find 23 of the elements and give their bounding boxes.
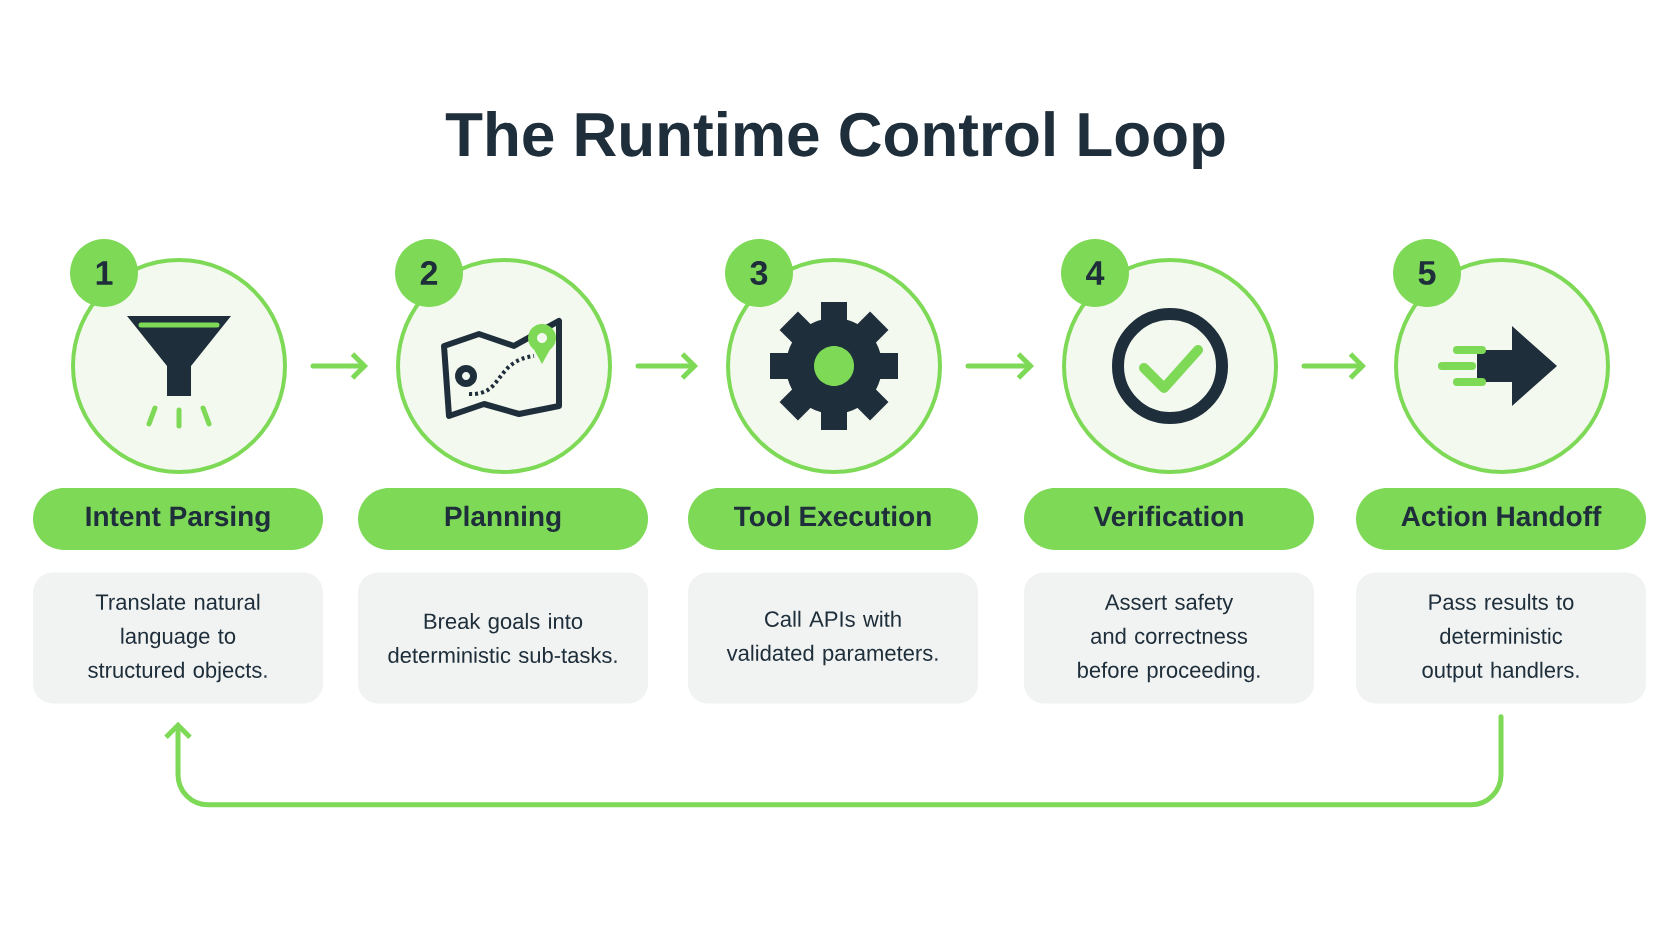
step-number: 1 xyxy=(70,239,138,307)
step-label: Verification xyxy=(1024,488,1314,550)
step-number: 3 xyxy=(725,239,793,307)
description-box: Call APIs with validated parameters. xyxy=(688,572,978,704)
title: The Runtime Control Loop xyxy=(445,111,1225,169)
icon-circle xyxy=(1062,258,1278,474)
arrow xyxy=(1301,352,1366,380)
description-box: Pass results to deterministic output handlers. xyxy=(1356,572,1646,704)
step-label: Action Handoff xyxy=(1356,488,1646,550)
arrow xyxy=(965,352,1034,380)
arrow xyxy=(164,714,1504,808)
step-label: Intent Parsing xyxy=(33,488,323,550)
description-box: Break goals into deterministic sub-tasks. xyxy=(358,572,648,704)
description-box: Translate natural language to structured objects. xyxy=(33,572,323,704)
icon-circle xyxy=(396,258,612,474)
step-number: 2 xyxy=(395,239,463,307)
arrow xyxy=(635,352,698,380)
step-label: Tool Execution xyxy=(688,488,978,550)
arrow xyxy=(310,352,368,380)
description-box: Assert safety and correctness before proceeding. xyxy=(1024,572,1314,704)
step-number: 5 xyxy=(1393,239,1461,307)
step-label: Planning xyxy=(358,488,648,550)
step-number: 4 xyxy=(1061,239,1129,307)
